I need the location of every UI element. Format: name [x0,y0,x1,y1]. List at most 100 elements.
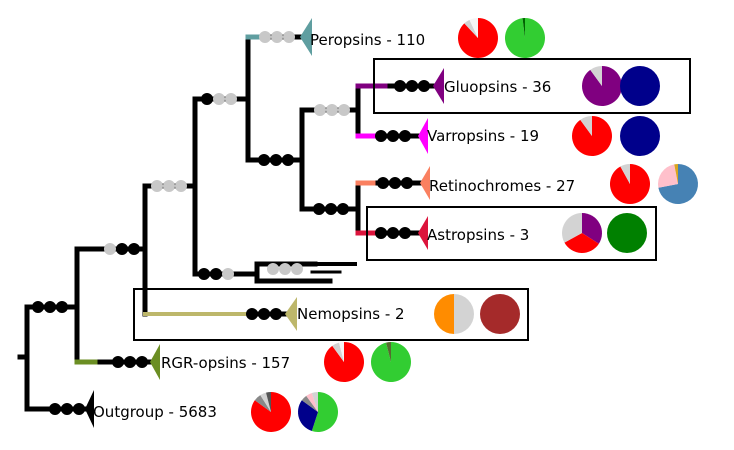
highlight-box-gluopsins [373,58,691,114]
pie-slice [370,342,411,382]
pie-slice [620,164,630,184]
pie-slice [480,294,520,334]
pie-slice [562,213,582,243]
support-dots [282,154,294,166]
support-dots [338,104,350,116]
support-dots [201,93,213,105]
pie-slice [620,116,660,156]
support-dots [267,263,279,275]
pie-slice [580,116,592,136]
support-dots [258,154,270,166]
pie-slice [266,392,271,412]
pie-slice [658,164,698,204]
pie-slice [434,294,454,334]
support-dots [325,203,337,215]
clade-tip-outgroup [85,390,94,428]
pie-slice [522,18,525,38]
clade-tip-retinochromes [420,166,430,200]
support-dots [291,263,303,275]
support-dots [136,356,148,368]
pie-slice [564,233,599,253]
support-dots [337,203,349,215]
pie-retinochromes-1 [610,164,651,204]
pie-slice [607,213,647,253]
support-dots [313,203,325,215]
support-dots-root [32,301,44,313]
clade-label-nemopsins: Nemopsins - 2 [297,305,405,323]
support-dots [104,243,116,255]
clade-labels: Peropsins - 110 Gluopsins - 36 Varropsin… [93,31,575,421]
support-dots [213,93,225,105]
support-dots [401,177,413,189]
support-dots [270,308,282,320]
support-dots-outgroup [61,403,73,415]
support-dots [151,180,163,192]
highlight-box-astropsins [366,206,657,261]
support-dots [389,177,401,189]
pie-slice [658,164,678,188]
clade-tips [85,18,444,428]
support-dots [399,227,411,239]
pie-slice [590,66,602,86]
support-dots-root [56,301,68,313]
pie-slice [298,400,318,432]
node-support-markers [32,31,430,415]
pie-slice [301,395,318,412]
pie-slice [386,342,391,362]
support-dots [116,243,128,255]
support-dots [375,130,387,142]
clade-tip-rgr-opsins [150,344,160,380]
support-dots [399,130,411,142]
support-dots [163,180,175,192]
pie-nemopsins-2 [480,294,520,334]
support-dots [258,308,270,320]
clade-label-varropsins: Varropsins - 19 [427,127,539,145]
pie-gluopsins-1 [582,66,622,107]
clade-label-retinochromes: Retinochromes - 27 [429,177,575,195]
clade-tip-nemopsins [285,297,297,331]
support-dots [377,177,389,189]
clade-label-peropsins: Peropsins - 110 [310,31,425,49]
pie-slice [454,294,474,334]
support-dots [198,268,210,280]
support-dots [387,130,399,142]
clade-tip-astropsins [418,216,428,250]
support-dots [387,227,399,239]
pie-slice [311,392,339,432]
support-dots [210,268,222,280]
pie-varropsins-1 [572,116,613,156]
clade-label-gluopsins: Gluopsins - 36 [444,78,551,96]
pie-rgr-opsins-2 [370,342,411,382]
support-dots [225,93,237,105]
pie-gluopsins-2 [620,66,660,106]
pie-retinochromes-2 [658,164,698,204]
pie-varropsins-2 [620,116,660,156]
support-dots [124,356,136,368]
support-dots [406,80,418,92]
pie-slice [254,395,271,412]
clade-tip-varropsins [418,118,428,154]
clade-tip-peropsins [300,18,312,56]
highlight-box-nemopsins [133,288,529,341]
pie-nemopsins-1 [434,294,474,334]
support-dots [270,154,282,166]
pie-slice [332,342,344,362]
support-dots-root [44,301,56,313]
pie-peropsins-2 [504,18,545,59]
support-dots [259,31,271,43]
support-dots [283,31,295,43]
support-dots [375,227,387,239]
pie-peropsins-1 [458,18,498,58]
support-dots [271,31,283,43]
pie-slice [572,116,613,156]
pie-rgr-opsins-1 [324,342,365,383]
support-dots [112,356,124,368]
pie-slice [260,392,271,412]
pie-slice [620,66,660,106]
pie-slice [324,342,365,383]
pie-slice [464,19,478,38]
pie-slice [339,342,344,362]
support-dots [128,243,140,255]
clade-label-rgr-opsins: RGR-opsins - 157 [161,354,290,372]
support-dots [175,180,187,192]
